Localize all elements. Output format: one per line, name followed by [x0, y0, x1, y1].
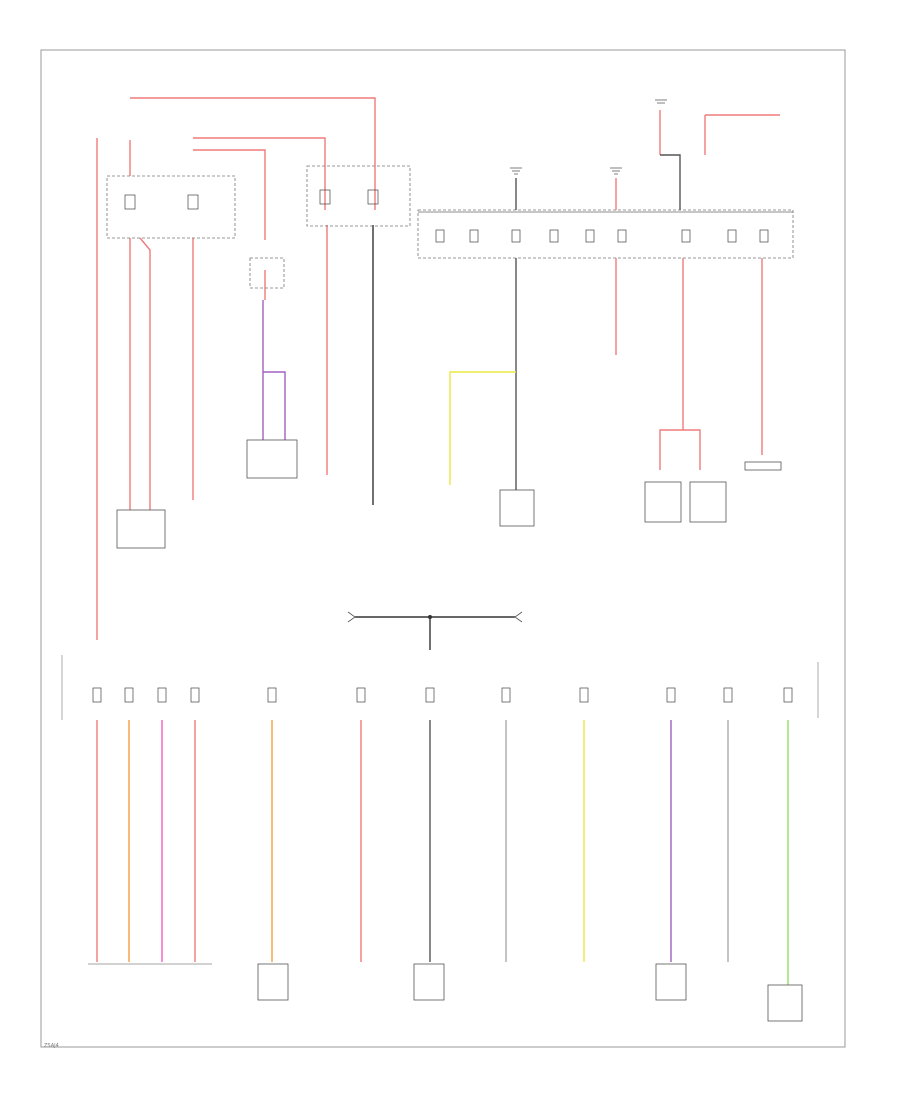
- fuse-box-center: [306, 165, 411, 227]
- wire-red-6: [129, 237, 151, 520]
- page-id: ZSAJ4: [44, 1043, 59, 1049]
- connector-icon: [347, 611, 356, 623]
- wire-red-3: [193, 137, 326, 210]
- connector-icon: [514, 611, 523, 623]
- diagram-frame: [40, 49, 846, 1048]
- component-box: [655, 963, 687, 1001]
- fuse-icon: [435, 229, 769, 243]
- top-section: [96, 97, 794, 640]
- splice-icon: [428, 615, 432, 619]
- component-box: [689, 481, 727, 523]
- fuse-icon: [124, 194, 199, 210]
- wire-yellow-1: [449, 371, 516, 485]
- splice-section: [347, 611, 523, 650]
- component-box: [257, 963, 289, 1001]
- fuse-panel-right: [417, 209, 794, 259]
- component-box: [413, 963, 445, 1001]
- component-box: [744, 461, 782, 471]
- bottom-section: [61, 655, 819, 1022]
- ground-icon: [510, 99, 667, 175]
- wire-red-5: [193, 149, 266, 240]
- component-box: [499, 489, 535, 527]
- wire-red-11: [659, 258, 701, 470]
- wire-main-red: [130, 97, 376, 210]
- component-box: [767, 984, 803, 1022]
- fuse-box-left: [106, 175, 236, 239]
- component-box: [246, 439, 298, 479]
- fuse-icon: [92, 687, 793, 703]
- wire-red-13: [659, 110, 780, 155]
- fuse-icon: [319, 189, 379, 205]
- relay-box: [249, 257, 285, 289]
- wire-black-3: [660, 154, 681, 210]
- component-box: [644, 481, 682, 523]
- component-box: [116, 509, 166, 549]
- wire-violet-1: [262, 300, 286, 440]
